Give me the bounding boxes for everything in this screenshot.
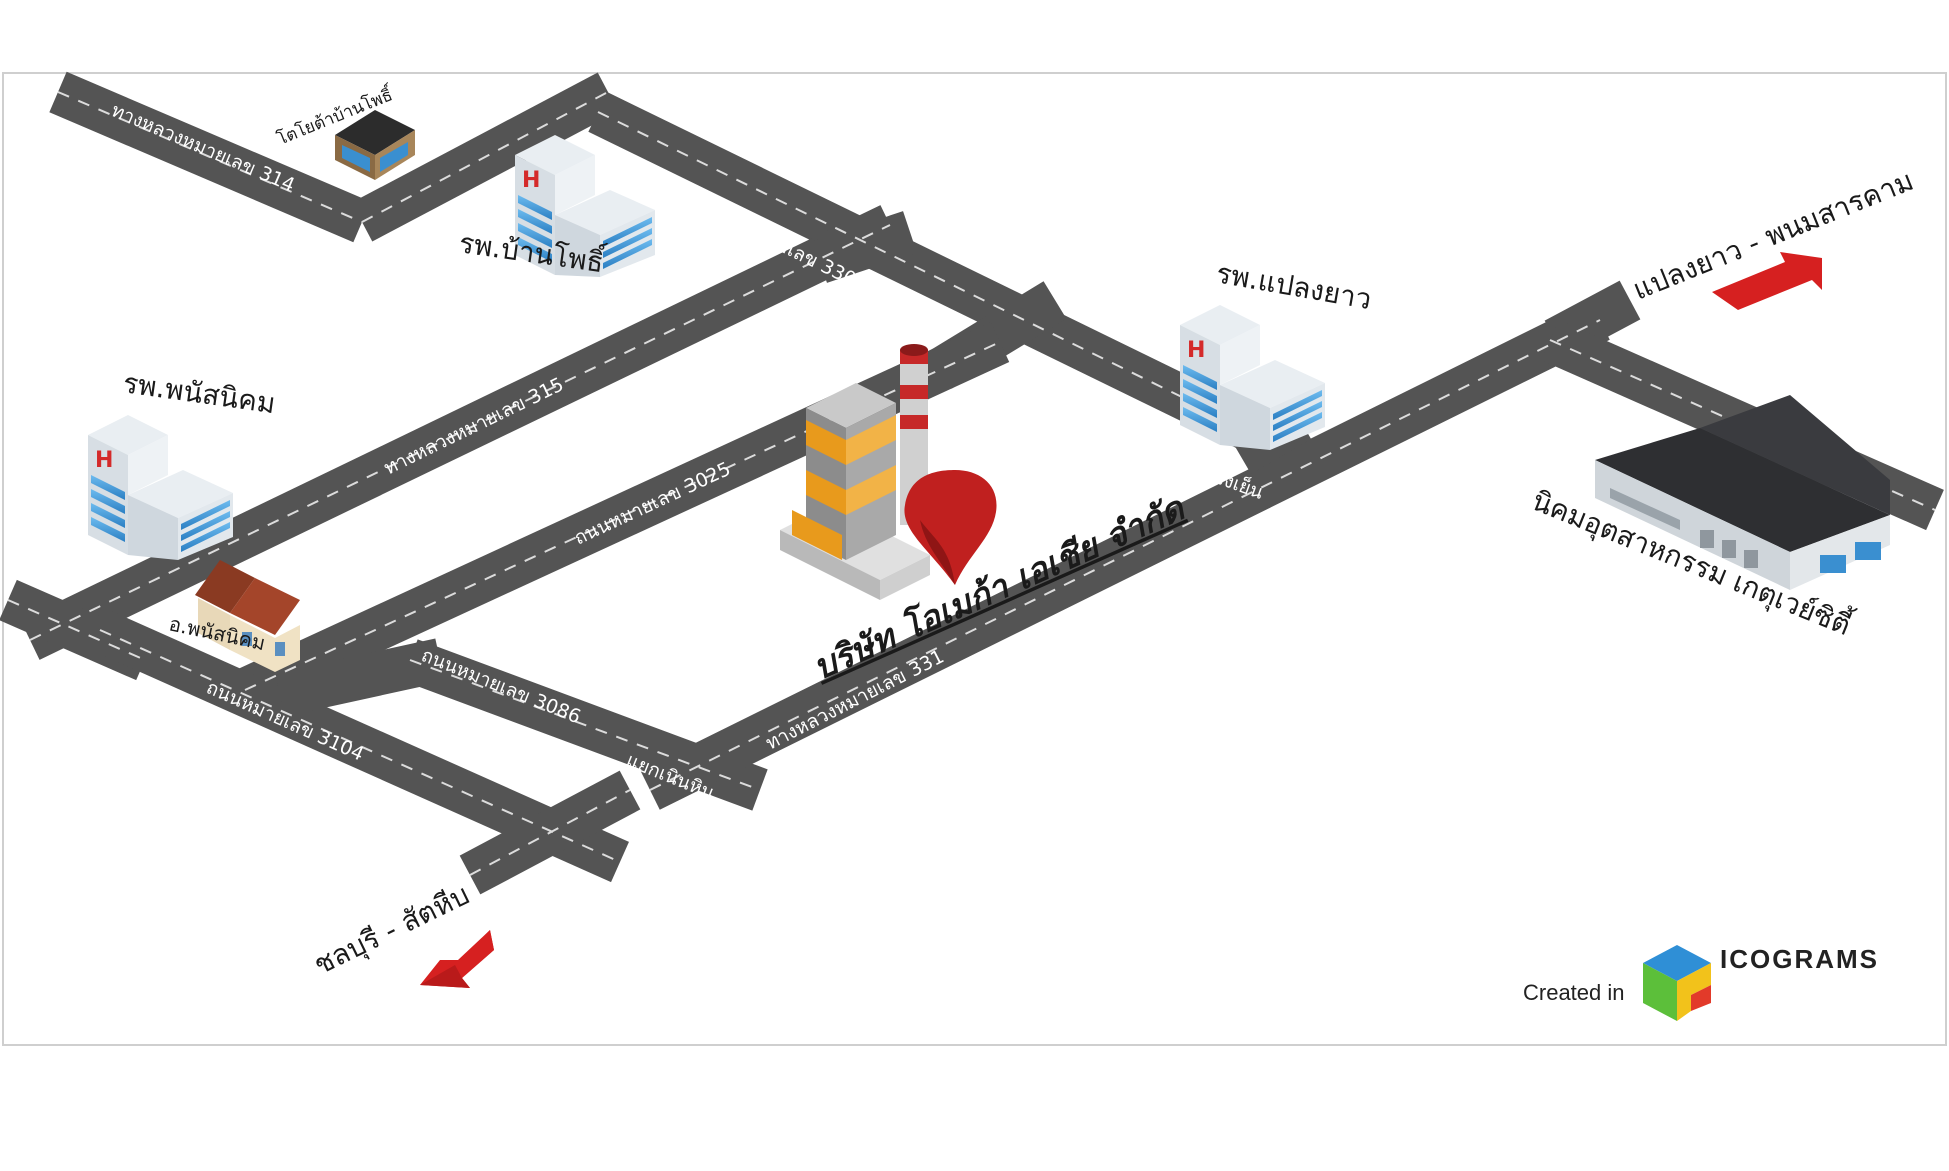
svg-text:H: H: [95, 448, 113, 473]
credit-brand: ICOGRAMS: [1720, 944, 1879, 974]
arrow-southwest-icon: [420, 930, 494, 988]
road-stub-315: [813, 211, 917, 283]
toyota-shop-icon: [335, 110, 415, 180]
location-pin-icon: [904, 470, 997, 585]
hospital-phanat-icon: H: [88, 415, 233, 560]
icograms-logo-icon: [1643, 945, 1711, 1021]
credit-created-in: Created in: [1523, 980, 1625, 1005]
map-frame: [2, 72, 1947, 1046]
road-link-3104: [275, 638, 445, 717]
svg-text:H: H: [522, 168, 540, 193]
house-icon: [195, 560, 300, 672]
industrial-estate-icon: [1595, 395, 1890, 590]
svg-text:H: H: [1187, 338, 1205, 363]
hospital-plaengyao-icon: H: [1180, 305, 1325, 450]
hospital-banphue-icon: H: [515, 135, 655, 277]
arrow-northeast-icon: [1712, 252, 1822, 310]
